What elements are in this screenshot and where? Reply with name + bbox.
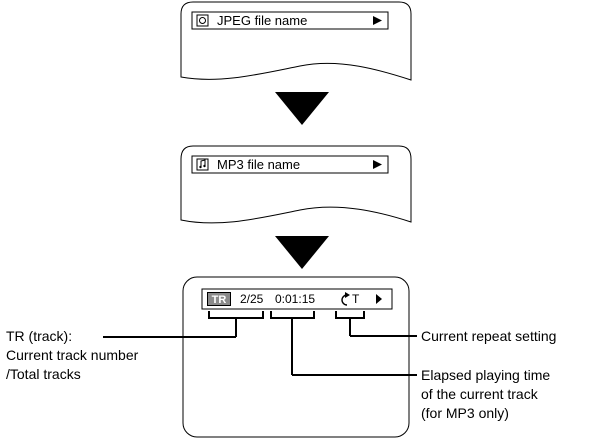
track-count-value: 2/25 <box>240 292 264 306</box>
callout-repeat: Current repeat setting <box>421 328 557 344</box>
down-arrow-1 <box>275 92 329 125</box>
mp3-file-name-label: MP3 file name <box>217 157 301 172</box>
callout-elapsed-1: Elapsed playing time <box>421 367 551 383</box>
play-arrow-icon <box>373 160 382 169</box>
screen-1-file-bar <box>191 11 389 30</box>
picture-file-icon <box>196 14 209 27</box>
repeat-bracket <box>335 311 412 337</box>
track-bracket <box>208 311 264 337</box>
callout-track-title: TR (track): <box>6 328 73 344</box>
callout-track-desc-2: /Total tracks <box>6 366 81 382</box>
play-arrow-icon <box>373 16 382 25</box>
elapsed-time-value: 0:01:15 <box>275 292 316 306</box>
jpeg-file-name-label: JPEG file name <box>217 13 308 28</box>
repeat-icon <box>341 292 350 306</box>
callout-elapsed-3: (for MP3 only) <box>421 405 509 421</box>
callout-elapsed-2: of the current track <box>421 386 538 402</box>
callout-track-desc-1: Current track number <box>6 347 139 363</box>
music-file-icon <box>196 158 209 171</box>
play-arrow-icon <box>376 294 382 304</box>
down-arrow-2 <box>275 236 329 269</box>
repeat-setting-label: T <box>352 292 360 306</box>
screen-2-file-bar <box>191 155 389 174</box>
elapsed-bracket <box>270 311 412 376</box>
track-badge: TR <box>207 292 231 306</box>
